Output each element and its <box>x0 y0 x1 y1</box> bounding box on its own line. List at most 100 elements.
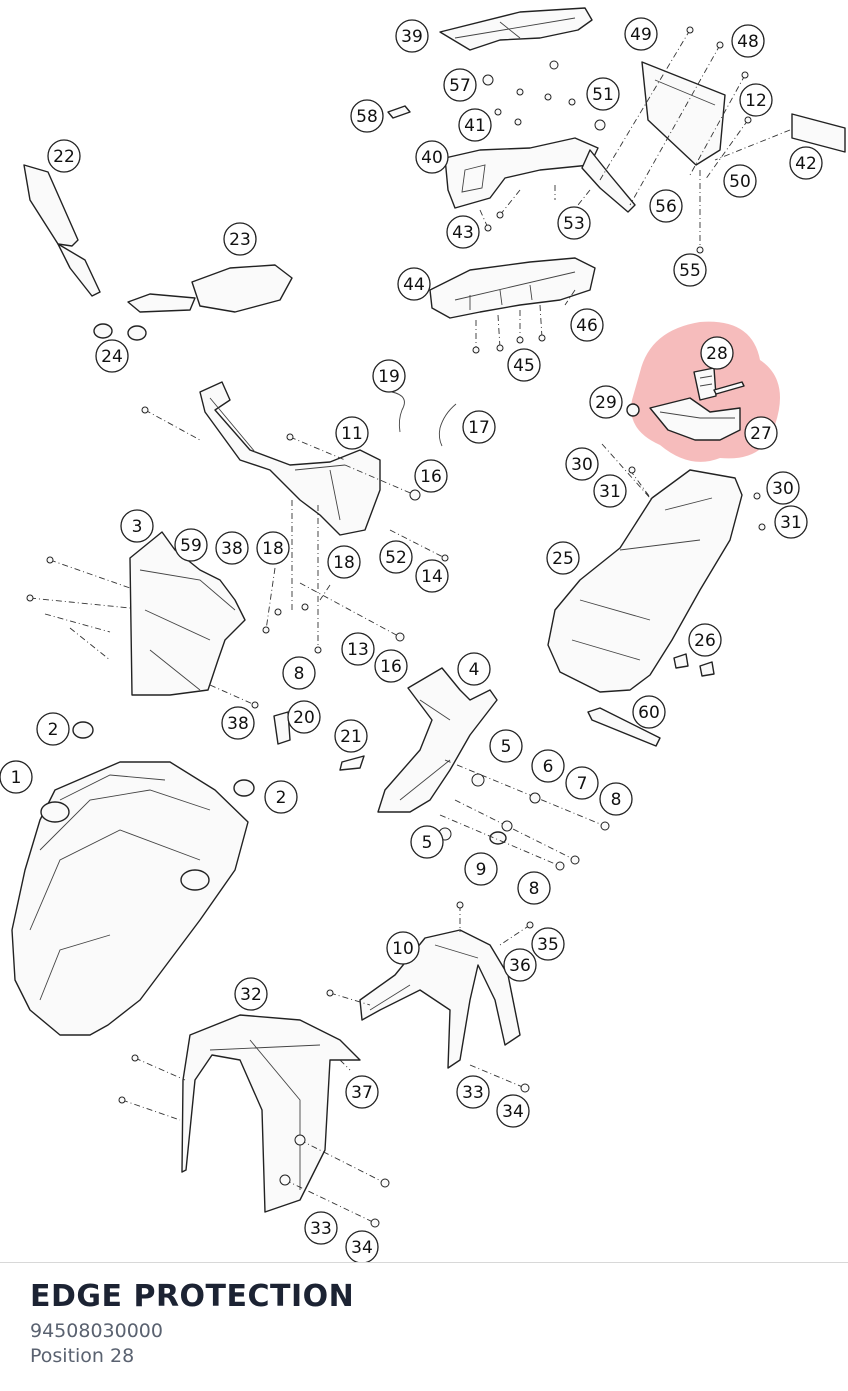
callout-29[interactable]: 29 <box>589 385 623 419</box>
callout-49[interactable]: 49 <box>624 17 658 51</box>
callout-55[interactable]: 55 <box>673 253 707 287</box>
callout-33-lower[interactable]: 33 <box>304 1211 338 1245</box>
svg-text:18: 18 <box>262 539 284 559</box>
part-shapes <box>11 7 846 1213</box>
svg-text:36: 36 <box>509 956 531 976</box>
callout-23[interactable]: 23 <box>223 222 257 256</box>
callout-24[interactable]: 24 <box>95 339 129 373</box>
diagram-canvas: 39 49 48 57 51 58 41 12 42 40 50 56 53 4… <box>0 7 846 1262</box>
callout-20[interactable]: 20 <box>287 700 321 734</box>
callout-3[interactable]: 3 <box>120 509 154 543</box>
callout-19[interactable]: 19 <box>372 359 406 393</box>
svg-text:14: 14 <box>421 567 443 587</box>
svg-text:6: 6 <box>543 757 554 777</box>
callout-46[interactable]: 46 <box>570 308 604 342</box>
callout-37[interactable]: 37 <box>345 1075 379 1109</box>
svg-text:22: 22 <box>53 147 75 167</box>
callout-6[interactable]: 6 <box>531 749 565 783</box>
svg-text:4: 4 <box>469 660 480 680</box>
callout-34[interactable]: 34 <box>496 1094 530 1128</box>
exploded-parts-diagram: 39 49 48 57 51 58 41 12 42 40 50 56 53 4… <box>0 7 846 1262</box>
callout-5[interactable]: 5 <box>489 729 523 763</box>
callout-8-lower[interactable]: 8 <box>517 871 551 905</box>
callout-42[interactable]: 42 <box>789 146 823 180</box>
svg-text:55: 55 <box>679 261 701 281</box>
svg-text:30: 30 <box>571 455 593 475</box>
svg-text:21: 21 <box>340 727 362 747</box>
callout-43[interactable]: 43 <box>446 215 480 249</box>
callout-59[interactable]: 59 <box>174 528 208 562</box>
svg-text:5: 5 <box>422 833 433 853</box>
svg-text:56: 56 <box>655 197 677 217</box>
callout-40[interactable]: 40 <box>415 140 449 174</box>
callout-28[interactable]: 28 <box>700 336 734 370</box>
callout-21[interactable]: 21 <box>334 719 368 753</box>
callout-4[interactable]: 4 <box>457 652 491 686</box>
callout-12[interactable]: 12 <box>739 83 773 117</box>
callout-1[interactable]: 1 <box>0 760 33 794</box>
callout-2-right[interactable]: 2 <box>264 780 298 814</box>
callout-9[interactable]: 9 <box>464 852 498 886</box>
callout-2[interactable]: 2 <box>36 712 70 746</box>
svg-text:3: 3 <box>132 517 143 537</box>
callout-41[interactable]: 41 <box>458 108 492 142</box>
callout-11[interactable]: 11 <box>335 416 369 450</box>
callout-58[interactable]: 58 <box>350 99 384 133</box>
callout-7[interactable]: 7 <box>565 766 599 800</box>
callout-17[interactable]: 17 <box>462 410 496 444</box>
callout-18-lower[interactable]: 18 <box>327 545 361 579</box>
svg-text:34: 34 <box>502 1102 524 1122</box>
callout-18[interactable]: 18 <box>256 531 290 565</box>
callout-22[interactable]: 22 <box>47 139 81 173</box>
callout-14[interactable]: 14 <box>415 559 449 593</box>
svg-text:9: 9 <box>476 860 487 880</box>
callout-16-lower[interactable]: 16 <box>374 649 408 683</box>
position-label: Position <box>30 1345 104 1367</box>
callout-13[interactable]: 13 <box>341 632 375 666</box>
svg-text:57: 57 <box>449 76 471 96</box>
callout-38[interactable]: 38 <box>215 531 249 565</box>
callout-48[interactable]: 48 <box>731 24 765 58</box>
callout-10[interactable]: 10 <box>386 931 420 965</box>
position-value: 28 <box>109 1345 135 1367</box>
callout-5-lower[interactable]: 5 <box>410 825 444 859</box>
leader-lines <box>26 26 791 1228</box>
callout-33[interactable]: 33 <box>456 1075 490 1109</box>
callout-39[interactable]: 39 <box>395 19 429 53</box>
callout-36[interactable]: 36 <box>503 948 537 982</box>
callout-27[interactable]: 27 <box>744 416 778 450</box>
callout-8-right[interactable]: 8 <box>599 782 633 816</box>
callout-26[interactable]: 26 <box>688 623 722 657</box>
callout-45[interactable]: 45 <box>507 348 541 382</box>
svg-text:20: 20 <box>293 708 315 728</box>
callout-30[interactable]: 30 <box>565 447 599 481</box>
svg-text:58: 58 <box>356 107 378 127</box>
callout-57[interactable]: 57 <box>443 68 477 102</box>
callout-53[interactable]: 53 <box>557 206 591 240</box>
callout-52[interactable]: 52 <box>379 540 413 574</box>
callout-31[interactable]: 31 <box>593 474 627 508</box>
callout-34-lower[interactable]: 34 <box>345 1230 379 1262</box>
callout-25[interactable]: 25 <box>546 541 580 575</box>
callout-31-right[interactable]: 31 <box>774 505 808 539</box>
svg-text:1: 1 <box>11 768 22 788</box>
svg-text:17: 17 <box>468 418 490 438</box>
svg-text:33: 33 <box>310 1219 332 1239</box>
callout-8[interactable]: 8 <box>282 656 316 690</box>
svg-text:60: 60 <box>638 703 660 723</box>
callout-60[interactable]: 60 <box>632 695 666 729</box>
callout-35[interactable]: 35 <box>531 927 565 961</box>
svg-text:44: 44 <box>403 275 425 295</box>
svg-text:53: 53 <box>563 214 585 234</box>
callout-32[interactable]: 32 <box>234 977 268 1011</box>
svg-text:38: 38 <box>227 714 249 734</box>
callout-44[interactable]: 44 <box>397 267 431 301</box>
callout-51[interactable]: 51 <box>586 77 620 111</box>
callout-16[interactable]: 16 <box>414 459 448 493</box>
callout-56[interactable]: 56 <box>649 189 683 223</box>
callout-50[interactable]: 50 <box>723 164 757 198</box>
svg-text:8: 8 <box>294 664 305 684</box>
callout-38-lower[interactable]: 38 <box>221 706 255 740</box>
callout-30-right[interactable]: 30 <box>766 471 800 505</box>
